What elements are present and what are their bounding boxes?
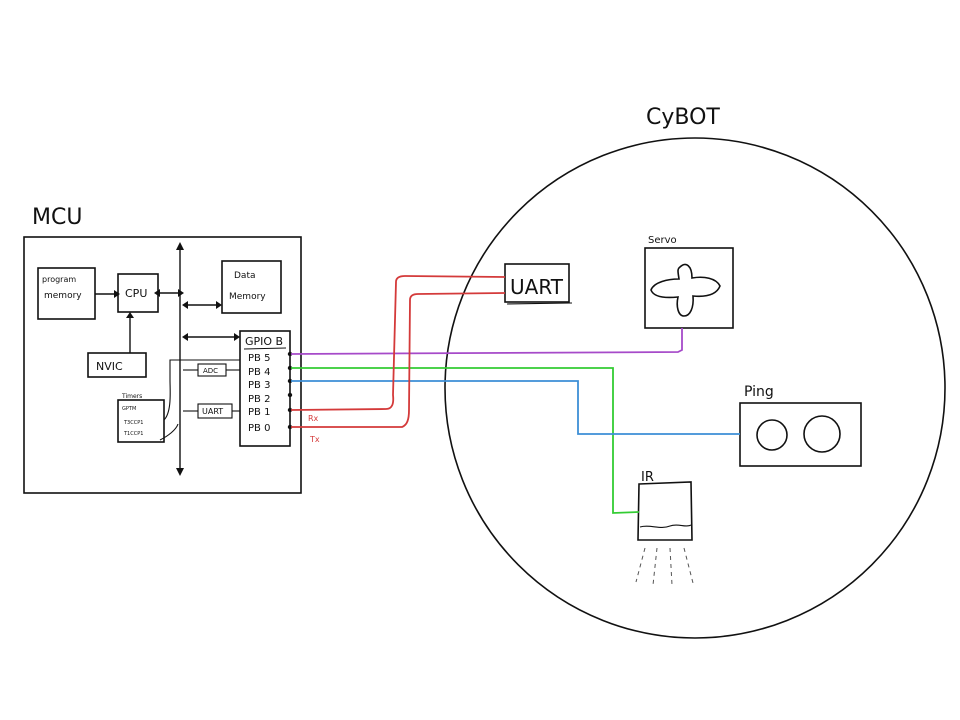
gpio-arrowhead-left bbox=[182, 333, 188, 341]
timers-line-2: T3CCP1 bbox=[123, 420, 143, 426]
servo-box bbox=[644, 247, 734, 329]
mcu-box bbox=[23, 236, 302, 494]
servo-horn-icon bbox=[650, 263, 721, 317]
timer-wire bbox=[163, 359, 240, 421]
pin-dot-pb5 bbox=[287, 351, 293, 357]
gpio-b-box bbox=[239, 330, 291, 447]
cpu-bus-arrowhead-left bbox=[154, 289, 160, 297]
pin-label-pb5: PB 5 bbox=[248, 353, 270, 364]
program-memory-label-1: program bbox=[42, 275, 76, 284]
pin-dot-pb1 bbox=[287, 407, 293, 413]
data-memory-box bbox=[221, 260, 282, 314]
gpio-b-title-underline bbox=[243, 347, 287, 350]
bus-arrowhead-bottom bbox=[176, 468, 184, 476]
cybot-circle bbox=[444, 137, 946, 639]
ir-window bbox=[639, 524, 692, 528]
pin-label-pb2: PB 2 bbox=[248, 394, 270, 405]
data-memory-label-2: Memory bbox=[229, 292, 266, 302]
wire-pb1-rx-uart bbox=[290, 275, 506, 411]
rx-label: Rx bbox=[308, 414, 319, 423]
nvic-arrowhead bbox=[126, 312, 134, 318]
wire-pb4-ir bbox=[291, 367, 640, 514]
servo-label: Servo bbox=[648, 235, 677, 246]
cpu-label: CPU bbox=[125, 287, 147, 300]
pin-dot-pb0 bbox=[287, 424, 293, 430]
datamem-arrowhead-right bbox=[216, 301, 222, 309]
ir-label: IR bbox=[641, 470, 654, 485]
timers-line-3: T1CCP1 bbox=[123, 431, 143, 437]
adc-label: ADC bbox=[203, 367, 218, 375]
ping-label: Ping bbox=[744, 384, 774, 400]
cybot-title: CyBOT bbox=[646, 105, 720, 130]
wire-pb5-servo bbox=[290, 328, 683, 355]
pin-label-pb3: PB 3 bbox=[248, 380, 270, 391]
cybot-uart-box bbox=[504, 263, 570, 303]
ping-transducer-left-icon bbox=[756, 419, 788, 451]
tx-label: Tx bbox=[309, 435, 320, 444]
ping-box bbox=[739, 402, 862, 467]
mcu-title: MCU bbox=[32, 205, 82, 230]
timers-box bbox=[117, 399, 165, 443]
pin-label-pb0: PB 0 bbox=[248, 423, 270, 434]
bus-arrowhead-top bbox=[176, 242, 184, 250]
data-memory-label-1: Data bbox=[234, 271, 256, 281]
timer-wire-2 bbox=[159, 423, 179, 441]
mcu-uart-label: UART bbox=[202, 407, 223, 416]
timers-line-1: GPTM bbox=[122, 406, 136, 412]
gpio-b-title: GPIO B bbox=[245, 335, 283, 348]
cpu-bus-arrowhead-right bbox=[178, 289, 184, 297]
datamem-arrowhead-left bbox=[182, 301, 188, 309]
pin-dot-pb4 bbox=[287, 365, 293, 371]
cybot-uart-label: UART bbox=[510, 275, 564, 299]
ir-box bbox=[637, 481, 693, 541]
pin-label-pb4: PB 4 bbox=[248, 367, 270, 378]
pin-label-pb1: PB 1 bbox=[248, 407, 270, 418]
program-memory-label-2: memory bbox=[44, 291, 82, 301]
wire-pb3-ping bbox=[291, 380, 740, 435]
nvic-box bbox=[87, 352, 147, 378]
timers-title: Timers bbox=[121, 393, 142, 400]
progmem-arrowhead bbox=[114, 290, 120, 298]
wire-pb0-tx-uart bbox=[291, 292, 506, 428]
ping-transducer-right-icon bbox=[803, 415, 841, 453]
gpio-arrowhead-right bbox=[234, 333, 240, 341]
nvic-label: NVIC bbox=[96, 360, 123, 373]
cybot-uart-shadow bbox=[506, 302, 573, 305]
ir-beam-icon bbox=[635, 547, 694, 586]
pin-dot-pb2 bbox=[287, 392, 293, 398]
pin-dot-pb3 bbox=[287, 378, 293, 384]
